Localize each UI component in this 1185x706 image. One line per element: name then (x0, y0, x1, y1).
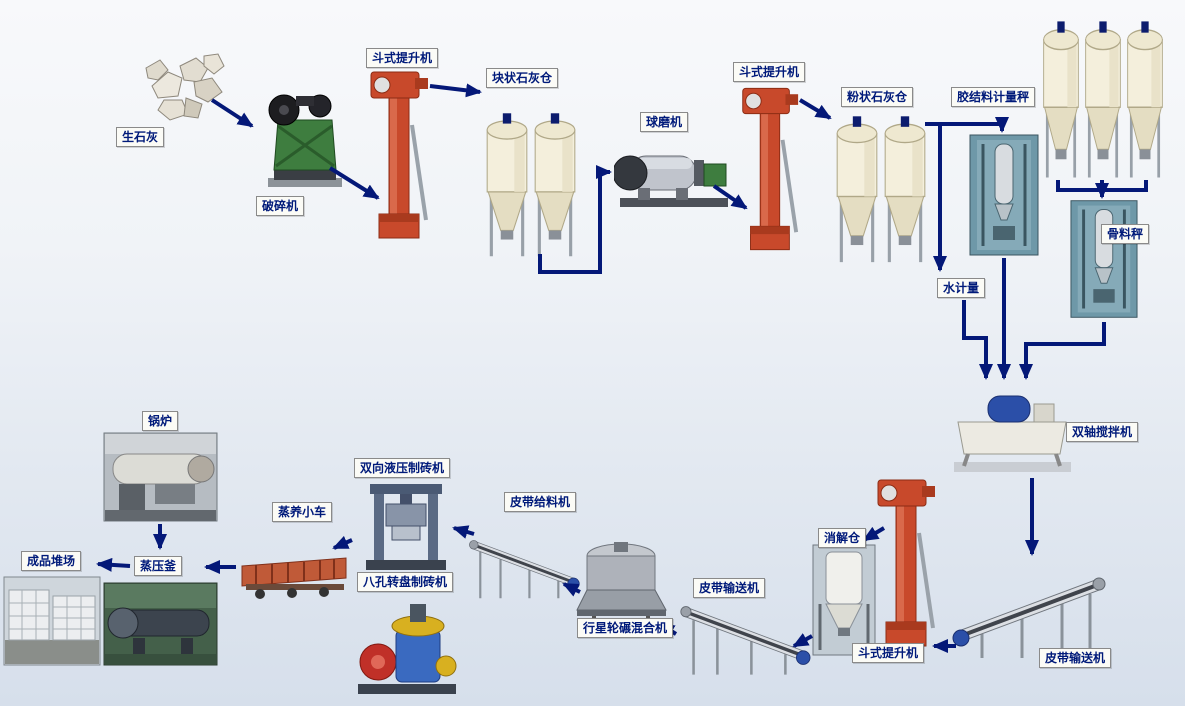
bucket-elevator-2-image (734, 84, 802, 256)
label-boiler: 锅炉 (142, 411, 179, 431)
label-belt-conveyor-right: 皮带输送机 (1039, 648, 1112, 668)
planetary-wheel-mixer-image (574, 538, 669, 626)
label-water-metering: 水计量 (937, 278, 986, 298)
label-double-shaft-mixer: 双轴搅拌机 (1066, 422, 1139, 442)
label-lump-lime-silo: 块状石灰仓 (486, 68, 559, 88)
label-bucket-elevator-3: 斗式提升机 (852, 643, 925, 663)
autoclave-image (103, 582, 218, 666)
steam-curing-trolley-image (238, 548, 350, 604)
powder-lime-silos-image (833, 115, 929, 270)
hydraulic-brick-machine-image (356, 478, 456, 574)
label-powder-lime-silo: 粉状石灰仓 (841, 87, 914, 107)
bucket-elevator-1-image (362, 70, 432, 242)
label-aggregate-scale: 骨料秤 (1101, 224, 1150, 244)
label-ball-mill: 球磨机 (640, 112, 689, 132)
lump-lime-silos-image (483, 112, 579, 264)
binder-metering-scale-image (968, 134, 1040, 256)
label-rotary-brick-machine: 八孔转盘制砖机 (357, 572, 454, 592)
jaw-crusher-image (256, 86, 351, 198)
label-hydraulic-brick-machine: 双向液压制砖机 (354, 458, 451, 478)
label-binder-metering-scale: 胶结料计量秤 (951, 87, 1036, 107)
belt-conveyor-right-image (952, 562, 1107, 662)
digestion-silo-image (812, 544, 876, 656)
label-product-yard: 成品堆场 (21, 551, 82, 571)
quicklime-rocks-image (138, 48, 233, 126)
boiler-image (103, 432, 218, 522)
label-bucket-elevator-2: 斗式提升机 (733, 62, 806, 82)
belt-conveyor-mid-image (670, 593, 820, 678)
label-bucket-elevator-1: 斗式提升机 (366, 48, 439, 68)
label-quicklime: 生石灰 (116, 127, 165, 147)
label-planetary-wheel-mixer: 行星轮碾混合机 (577, 618, 674, 638)
product-yard-image (3, 576, 101, 666)
ball-mill-image (614, 132, 734, 214)
label-crusher: 破碎机 (256, 196, 305, 216)
bucket-elevator-3-image (868, 478, 940, 650)
rotary-brick-machine-image (352, 596, 462, 702)
label-belt-conveyor-mid: 皮带输送机 (693, 578, 766, 598)
double-shaft-mixer-image (950, 384, 1075, 476)
label-belt-feeder: 皮带给料机 (504, 492, 577, 512)
label-autoclave: 蒸压釜 (134, 556, 183, 576)
label-steam-curing-trolley: 蒸养小车 (272, 502, 333, 522)
aggregate-silos-image (1040, 20, 1166, 186)
aggregate-scale-image (1070, 198, 1138, 320)
label-digestion-silo: 消解仓 (818, 528, 867, 548)
belt-feeder-image (468, 515, 580, 615)
